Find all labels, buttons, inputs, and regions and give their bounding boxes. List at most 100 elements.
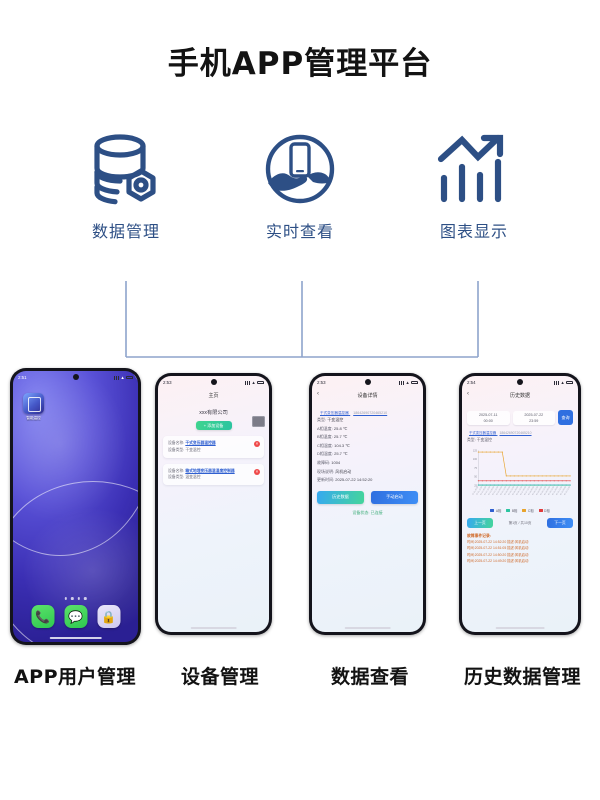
- date-from-field[interactable]: 2025-07-11 00:00: [467, 410, 510, 425]
- battery-icon: [566, 380, 574, 385]
- status-icons: ▲: [554, 380, 574, 385]
- legend-item: A相: [490, 508, 501, 513]
- phone-screen: 2:54 ▲ ‹ 历史数据 2025-07-11 00:00: [462, 376, 578, 632]
- connector-lines: [125, 281, 479, 358]
- back-button[interactable]: ‹: [467, 391, 469, 397]
- add-device-button[interactable]: + 添加设备: [195, 421, 232, 430]
- wifi-icon: ▲: [251, 380, 256, 385]
- next-page-button[interactable]: 下一页: [546, 518, 573, 528]
- dock-phone-icon[interactable]: 📞: [31, 605, 54, 628]
- status-bar: 2:54 ▲: [462, 376, 578, 389]
- screen-body: xxx有限公司 + 添加设备 × 设备名称: 干式变压器温控器 设备类型: 干变…: [158, 402, 269, 488]
- caption-history-data-management: 历史数据管理: [463, 666, 581, 688]
- svg-text:25: 25: [474, 484, 477, 487]
- detail-row: 更新时间: 2025-07-22 14:52:20: [317, 477, 373, 483]
- device-name-line: 设备名称: 干式变压器温控器: [168, 440, 259, 447]
- legend-item: C相: [522, 508, 534, 513]
- svg-text:07-15 12:00: 07-15 12:00: [508, 486, 515, 496]
- feature-label: 数据管理: [91, 222, 160, 241]
- app-tile: [23, 393, 44, 414]
- device-name-label: 设备名称:: [168, 441, 185, 445]
- svg-text:75: 75: [474, 467, 477, 470]
- nav-bar: ‹ 设备详情: [312, 389, 423, 402]
- screen-body: 干式变压器温控器 18642690720465210 类型: 干变温控 A相温度…: [312, 402, 423, 519]
- date-to-time: 23:59: [529, 418, 539, 423]
- fault-log-item: 时间:2025-07-22 14:51:05 描述:风机启动: [467, 546, 529, 551]
- svg-text:125: 125: [473, 449, 478, 452]
- svg-text:07-14 12:00: 07-14 12:00: [500, 486, 507, 496]
- svg-text:07-16 12:00: 07-16 12:00: [516, 486, 523, 496]
- date-from-time: 00:00: [483, 418, 493, 423]
- svg-text:07-17 00:00: 07-17 00:00: [520, 486, 527, 496]
- feature-realtime-view[interactable]: 实时查看: [215, 130, 385, 242]
- phone-screen: 2:51 ▲ 智能温控 📞 💬 🔒: [13, 371, 138, 642]
- nav-title: 历史数据: [509, 393, 530, 399]
- page-indicator-dots: [64, 597, 87, 600]
- device-status-text: 设备状态: 已连接: [352, 509, 383, 515]
- caption-device-management: 设备管理: [180, 666, 259, 688]
- nav-title: 主页: [208, 393, 219, 399]
- caption-data-view: 数据查看: [330, 666, 409, 688]
- device-type-text: 类型: 干变温控: [467, 438, 492, 442]
- signal-icon: [114, 375, 120, 380]
- home-indicator: [49, 637, 102, 639]
- prev-page-button[interactable]: 上一页: [467, 518, 493, 528]
- device-name-line: 设备名称: 箱式地埋变压器温湿度控制器: [168, 468, 259, 475]
- device-name-value[interactable]: 干式变压器温控器: [320, 411, 349, 415]
- detail-row: 现场说明: 风机启动: [317, 468, 352, 474]
- feature-label: 图表显示: [439, 222, 508, 241]
- feature-data-management[interactable]: 数据管理: [41, 130, 211, 242]
- svg-text:07-22 12:00: 07-22 12:00: [564, 486, 571, 496]
- svg-text:07-12 12:00: 07-12 12:00: [484, 486, 491, 496]
- device-list-item[interactable]: × 设备名称: 箱式地埋变压器温湿度控制器 设备类型: 温变温控: [163, 463, 264, 486]
- home-indicator: [344, 627, 391, 629]
- phone-mockup-device-management: 2:53 ▲ 主页 xxx有限公司 + 添加设备 × 设备名称:: [155, 373, 272, 635]
- device-serial-number: 18642690720465210: [353, 411, 388, 415]
- fault-log: 故障事件记录: 时间:2025-07-22 14:52:20 描述:风机启动 时…: [467, 534, 573, 565]
- battery-icon: [257, 380, 265, 385]
- dock-lock-icon[interactable]: 🔒: [97, 605, 120, 628]
- status-bar: 2:51 ▲: [13, 371, 138, 384]
- back-button[interactable]: ‹: [317, 391, 319, 397]
- dock-chat-icon[interactable]: 💬: [64, 605, 87, 628]
- svg-text:07-22 00:00: 07-22 00:00: [560, 486, 567, 496]
- svg-text:07-21 00:00: 07-21 00:00: [552, 486, 559, 496]
- status-bar: 2:53 ▲: [158, 376, 269, 389]
- pagination: 上一页 第1页 / 共10页 下一页: [467, 518, 573, 528]
- phone-screen: 2:53 ▲ ‹ 设备详情 干式变压器温控器 18642690720465210…: [312, 376, 423, 632]
- status-icons: ▲: [245, 380, 265, 385]
- screen-body: 2025-07-11 00:00 2025-07-22 23:59 查询 干式变…: [462, 402, 578, 568]
- svg-text:07-13 12:00: 07-13 12:00: [492, 486, 499, 496]
- manual-start-button[interactable]: 手动启动: [371, 490, 418, 504]
- page-info: 第1页 / 共10页: [508, 520, 532, 525]
- status-bar: 2:53 ▲: [312, 376, 423, 389]
- hand-holding-phone-icon: [215, 130, 385, 210]
- device-list-item[interactable]: × 设备名称: 干式变压器温控器 设备类型: 干变温控: [163, 436, 264, 458]
- wifi-icon: ▲: [405, 380, 410, 385]
- delete-device-icon[interactable]: ×: [254, 441, 260, 447]
- device-type-label: 设备类型:: [168, 475, 185, 480]
- detail-row: D相温度: 25.7 ℃: [317, 451, 348, 457]
- device-name-value[interactable]: 干式变压器温控器: [469, 431, 497, 435]
- battery-icon: [411, 380, 419, 385]
- svg-text:07-15 00:00: 07-15 00:00: [504, 486, 511, 496]
- device-name-value[interactable]: 干式变压器温控器: [185, 441, 216, 445]
- delete-device-icon[interactable]: ×: [254, 468, 260, 475]
- page-title: 手机APP管理平台: [167, 46, 433, 82]
- device-type-value: 温变温控: [185, 475, 201, 480]
- date-to-field[interactable]: 2025-07-22 23:59: [512, 410, 555, 425]
- device-title: 干式变压器温控器 18642690720465210: [317, 410, 418, 416]
- status-time: 2:53: [317, 380, 326, 385]
- nav-title: 设备详情: [357, 393, 378, 399]
- wifi-icon: ▲: [120, 375, 125, 380]
- device-title: 干式变压器温控器 18642690720465210: [467, 430, 573, 436]
- feature-chart-display[interactable]: 图表显示: [389, 130, 559, 242]
- device-name-value[interactable]: 箱式地埋变压器温湿度控制器: [185, 468, 235, 473]
- fault-log-item: 时间:2025-07-22 14:52:20 描述:风机启动: [467, 540, 529, 544]
- svg-text:07-12 00:00: 07-12 00:00: [480, 486, 487, 496]
- query-button[interactable]: 查询: [558, 410, 573, 425]
- app-icon-temperature-control[interactable]: 智能温控: [23, 393, 44, 421]
- history-data-button[interactable]: 历史数据: [317, 490, 364, 504]
- detail-row: B相温度: 25.7 ℃: [317, 434, 348, 440]
